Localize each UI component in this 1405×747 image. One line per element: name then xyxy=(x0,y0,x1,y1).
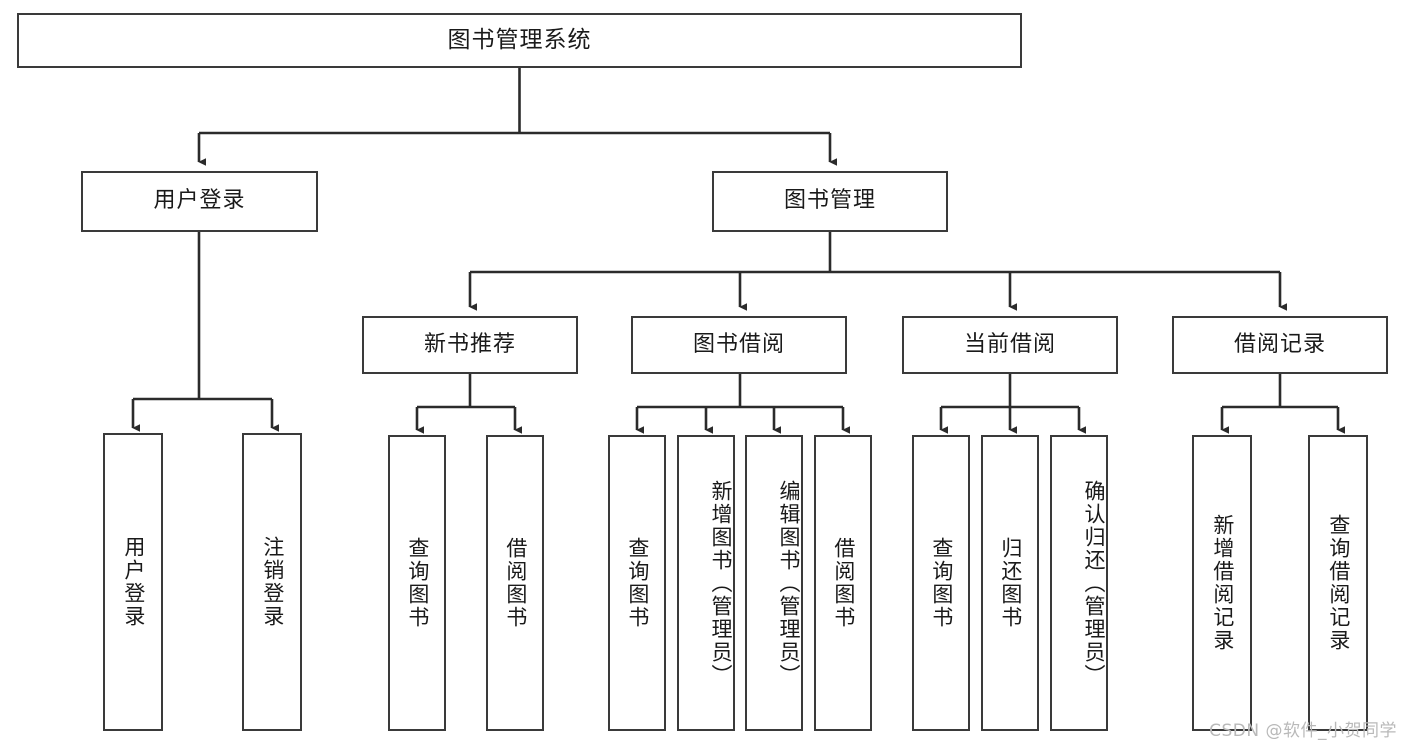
node-label: 查询图书 xyxy=(929,537,954,629)
leaf-current-confirm-return-admin[interactable]: 确认归还（管理员） xyxy=(1050,435,1108,731)
leaf-user-login-signin[interactable]: 用户登录 xyxy=(103,433,163,731)
csdn-watermark: CSDN @软件_小贺同学 xyxy=(1209,721,1397,741)
node-label: 新增图书（管理员） xyxy=(709,479,733,687)
node-new-book-recommend[interactable]: 新书推荐 xyxy=(362,316,578,374)
node-label: 图书借阅 xyxy=(692,331,785,357)
node-borrow-record[interactable]: 借阅记录 xyxy=(1172,316,1388,374)
node-label: 当前借阅 xyxy=(963,331,1056,357)
node-label: 借阅图书 xyxy=(503,537,528,629)
node-label: 借阅记录 xyxy=(1233,331,1326,357)
leaf-borrow-edit-book-admin[interactable]: 编辑图书（管理员） xyxy=(745,435,803,731)
leaf-current-query-book[interactable]: 查询图书 xyxy=(912,435,970,731)
node-label: 查询图书 xyxy=(405,537,430,629)
node-label: 图书管理系统 xyxy=(447,27,592,54)
leaf-current-return-book[interactable]: 归还图书 xyxy=(981,435,1039,731)
leaf-borrow-add-book-admin[interactable]: 新增图书（管理员） xyxy=(677,435,735,731)
leaf-record-add-borrow-record[interactable]: 新增借阅记录 xyxy=(1192,435,1252,731)
leaf-recommend-query-book[interactable]: 查询图书 xyxy=(388,435,446,731)
node-label: 图书管理 xyxy=(783,188,876,214)
node-label: 查询图书 xyxy=(625,537,650,629)
leaf-record-query-borrow-record[interactable]: 查询借阅记录 xyxy=(1308,435,1368,731)
node-book-borrow[interactable]: 图书借阅 xyxy=(631,316,847,374)
node-current-borrow[interactable]: 当前借阅 xyxy=(902,316,1118,374)
node-label: 用户登录 xyxy=(121,536,146,628)
node-label: 新增借阅记录 xyxy=(1210,514,1235,652)
node-label: 用户登录 xyxy=(153,188,246,214)
leaf-borrow-query-book[interactable]: 查询图书 xyxy=(608,435,666,731)
node-user-login[interactable]: 用户登录 xyxy=(81,171,318,232)
node-label: 注销登录 xyxy=(260,536,285,628)
leaf-recommend-borrow-book[interactable]: 借阅图书 xyxy=(486,435,544,731)
node-label: 归还图书 xyxy=(998,537,1023,629)
node-root-book-management-system[interactable]: 图书管理系统 xyxy=(17,13,1022,68)
node-label: 编辑图书（管理员） xyxy=(777,479,801,687)
node-book-management[interactable]: 图书管理 xyxy=(712,171,948,232)
node-label: 确认归还（管理员） xyxy=(1082,479,1106,687)
leaf-user-login-signout[interactable]: 注销登录 xyxy=(242,433,302,731)
node-label: 新书推荐 xyxy=(423,331,516,357)
node-label: 查询借阅记录 xyxy=(1326,514,1351,652)
leaf-borrow-borrow-book[interactable]: 借阅图书 xyxy=(814,435,872,731)
node-label: 借阅图书 xyxy=(831,537,856,629)
